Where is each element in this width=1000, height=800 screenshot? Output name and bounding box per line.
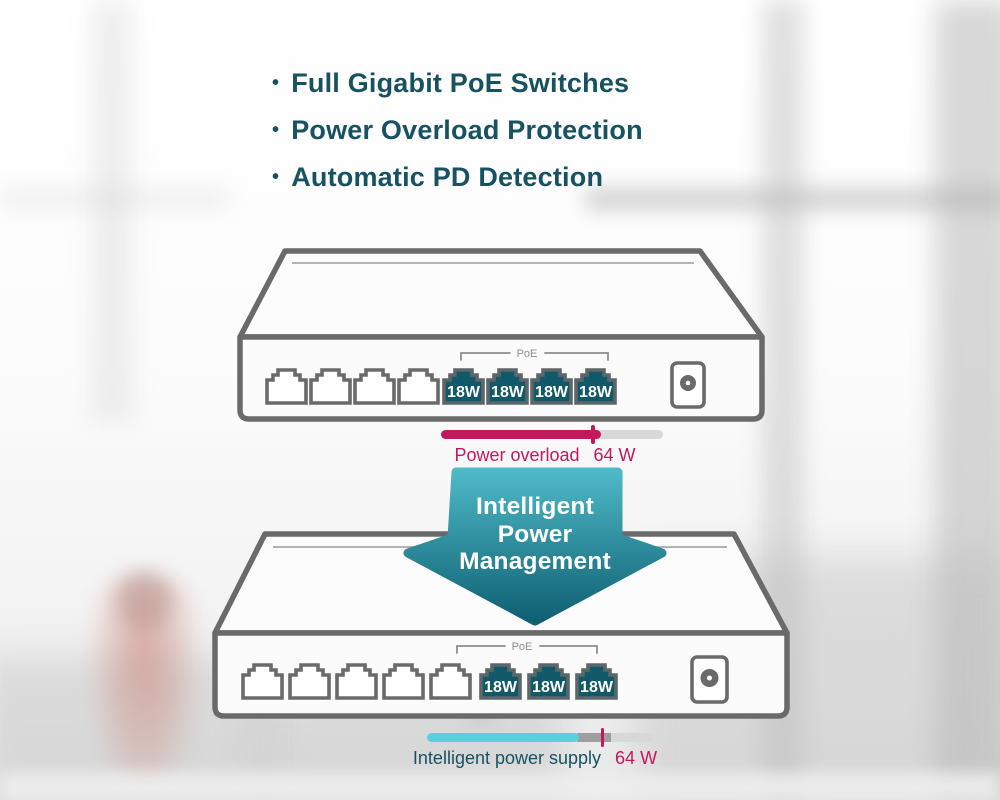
rj45-port: [288, 663, 331, 700]
rj45-port: [335, 663, 378, 700]
rj45-port: [241, 663, 284, 700]
bullet-icon: •: [272, 119, 280, 141]
gauge-value: 64 W: [615, 748, 658, 768]
intelligent-supply-label: Intelligent power supply 64 W: [385, 748, 685, 769]
feature-item: • Full Gigabit PoE Switches: [272, 60, 643, 107]
port-watt-label: 18W: [491, 384, 525, 401]
poe-group-bracket: [456, 645, 598, 654]
blurred-floor: [0, 772, 1000, 800]
poe-port-18w: 18W: [442, 368, 485, 405]
feature-item: • Automatic PD Detection: [272, 154, 643, 201]
feature-text: Automatic PD Detection: [291, 162, 604, 192]
port-watt-label: 18W: [447, 384, 481, 401]
bullet-icon: •: [272, 166, 280, 188]
rj45-port: [265, 368, 308, 405]
gauge-fill: [441, 430, 601, 439]
poe-port-18w: 18W: [575, 663, 618, 700]
poe-port-18w: 18W: [574, 368, 617, 405]
rj45-port: [397, 368, 440, 405]
power-overload-label: Power overload 64 W: [425, 445, 665, 466]
rj45-port: [309, 368, 352, 405]
port-watt-label: 18W: [580, 679, 614, 696]
feature-text: Full Gigabit PoE Switches: [291, 68, 630, 98]
poe-group-label: PoE: [512, 641, 533, 653]
arrow-shape: [403, 467, 667, 626]
power-overload-gauge: [441, 425, 663, 444]
poe-port-18w: 18W: [486, 368, 529, 405]
poe-port-18w: 18W: [479, 663, 522, 700]
poe-group-label: PoE: [517, 348, 538, 360]
bullet-icon: •: [272, 72, 280, 94]
poe-group-bracket: [460, 352, 609, 361]
window-frame-bar: [585, 186, 1000, 212]
window-frame-stripe: [92, 0, 132, 420]
port-watt-label: 18W: [532, 679, 566, 696]
arrow-caption-line: Power: [497, 520, 573, 548]
blurred-person: [95, 575, 195, 790]
down-arrow: [403, 467, 667, 626]
poe-port-18w: 18W: [530, 368, 573, 405]
gauge-name: Power overload: [454, 445, 580, 465]
gauge-value: 64 W: [593, 445, 636, 465]
rj45-port: [429, 663, 472, 700]
switch-top-lid: [237, 248, 765, 340]
power-jack-icon: [690, 655, 729, 704]
poe-port-18w: 18W: [527, 663, 570, 700]
switch-top: 18W 18W 18W 18W PoE: [237, 248, 765, 422]
gauge-name: Intelligent power supply: [412, 748, 602, 768]
window-frame-stripe: [935, 0, 1000, 800]
power-jack-icon: [670, 361, 706, 409]
budget-marker: [600, 728, 605, 747]
port-watt-label: 18W: [484, 679, 518, 696]
window-frame-bar: [0, 190, 230, 208]
arrow-caption: Intelligent Power Management: [435, 493, 635, 576]
gauge-reserve-segment: [577, 733, 612, 742]
arrow-caption-line: Intelligent: [476, 493, 594, 520]
budget-marker: [591, 425, 595, 444]
port-watt-label: 18W: [579, 384, 613, 401]
rj45-port: [353, 368, 396, 405]
port-watt-label: 18W: [535, 384, 569, 401]
intelligent-supply-gauge: [427, 728, 654, 747]
feature-item: • Power Overload Protection: [272, 107, 643, 154]
gauge-fill: [427, 733, 580, 742]
feature-text: Power Overload Protection: [291, 115, 643, 145]
feature-list: • Full Gigabit PoE Switches • Power Over…: [272, 60, 643, 201]
rj45-port: [382, 663, 425, 700]
arrow-caption-line: Management: [459, 548, 611, 575]
